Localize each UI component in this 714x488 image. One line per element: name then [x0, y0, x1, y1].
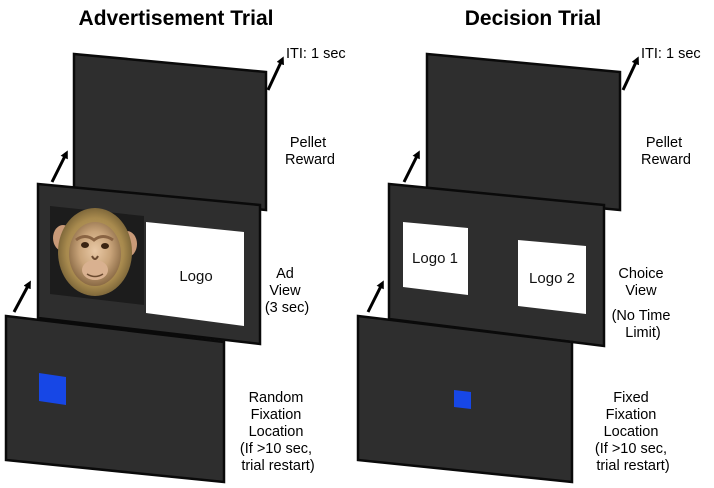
ad-view-label-line-1: Ad: [276, 266, 294, 282]
reward-label-line-2: Reward: [285, 152, 335, 168]
decision-fixation-to-choice-arrow: [366, 280, 384, 313]
logo-2-label: Logo 2: [529, 270, 575, 287]
ad-view-label-line-3: (3 sec): [265, 300, 309, 316]
advertisement-trial-panel: Advertisement Trial ITI: 1 sec Pellet Re…: [4, 7, 346, 484]
decision-trial-panel: Decision Trial ITI: 1 sec Pellet Reward …: [356, 7, 701, 484]
choice-view-label-line-4: Limit): [625, 325, 660, 341]
ad-logo-label: Logo: [179, 268, 212, 285]
logo-1-label: Logo 1: [412, 250, 458, 267]
choice-view-label-line-2: View: [625, 283, 657, 299]
random-fixation-square: [39, 373, 66, 405]
fixed-fixation-label-line-5: trial restart): [596, 458, 669, 474]
random-fixation-label-line-4: (If >10 sec,: [240, 441, 312, 457]
choice-view-label: Choice View (No Time Limit): [612, 266, 675, 341]
fixed-fixation-label: Fixed Fixation Location (If >10 sec, tri…: [595, 390, 671, 474]
fixed-fixation-label-line-3: Location: [604, 424, 659, 440]
fixed-fixation-label-line-2: Fixation: [606, 407, 657, 423]
random-fixation-label-line-3: Location: [249, 424, 304, 440]
random-fixation-label-line-1: Random: [249, 390, 304, 406]
random-fixation-label: Random Fixation Location (If >10 sec, tr…: [240, 390, 316, 474]
fixed-fixation-label-line-1: Fixed: [613, 390, 648, 406]
choice-to-reward-arrow: [402, 150, 420, 183]
ad-to-reward-arrow: [50, 150, 68, 183]
decision-iti-arrow: [621, 56, 639, 91]
random-fixation-label-line-2: Fixation: [251, 407, 302, 423]
decision-reward-label-line-1: Pellet: [646, 135, 682, 151]
advertisement-trial-title: Advertisement Trial: [79, 7, 274, 30]
decision-reward-label-line-2: Reward: [641, 152, 691, 168]
iti-label: ITI: 1 sec: [286, 46, 346, 62]
reward-label: Pellet Reward: [285, 135, 335, 168]
choice-view-label-line-1: Choice: [618, 266, 663, 282]
decision-trial-title: Decision Trial: [465, 7, 602, 30]
reward-label-line-1: Pellet: [290, 135, 326, 151]
ad-view-label-line-2: View: [269, 283, 301, 299]
reward-screen: [72, 52, 268, 212]
monkey-face-image: [50, 206, 144, 305]
decision-iti-label: ITI: 1 sec: [641, 46, 701, 62]
ad-view-label: Ad View (3 sec): [265, 266, 309, 316]
random-fixation-label-line-5: trial restart): [241, 458, 314, 474]
decision-reward-screen: [425, 52, 622, 212]
decision-reward-label: Pellet Reward: [641, 135, 691, 168]
iti-arrow: [266, 56, 284, 91]
fixed-fixation-label-line-4: (If >10 sec,: [595, 441, 667, 457]
logo-1-box: [403, 222, 468, 295]
ad-logo-box: [146, 222, 244, 326]
fixed-fixation-square: [454, 390, 471, 409]
logo-2-box: [518, 240, 586, 314]
fixation-screen: [4, 314, 226, 484]
choice-view-label-line-3: (No Time: [612, 308, 671, 324]
fixation-to-ad-arrow: [12, 280, 31, 313]
